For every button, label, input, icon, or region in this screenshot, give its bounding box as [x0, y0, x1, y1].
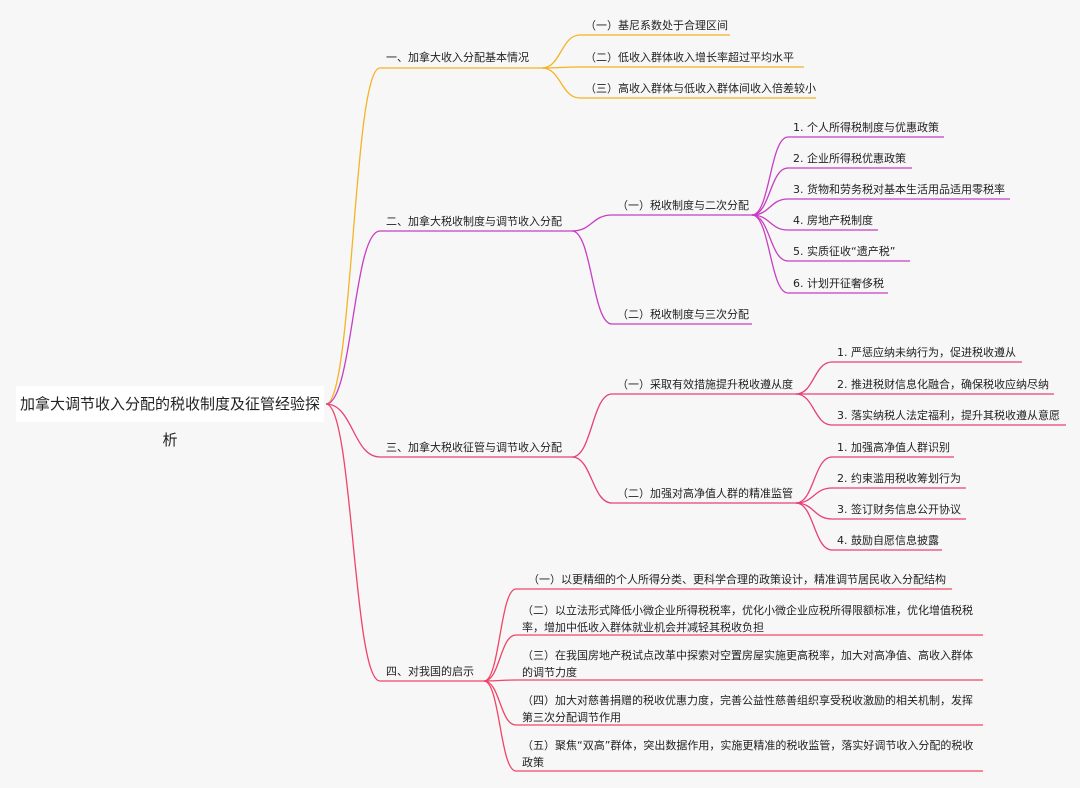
branch-2-label[interactable]: 二、加拿大税收制度与调节收入分配	[386, 215, 562, 228]
branch-3-label[interactable]: 三、加拿大税收征管与调节收入分配	[386, 441, 562, 454]
branch-3-sub-2[interactable]: （二）加强对高净值人群的精准监管	[617, 487, 793, 500]
connector-25	[751, 214, 789, 294]
branch-3-sub-2-item-1[interactable]: 1. 加强高净值人群识别	[837, 441, 950, 454]
connector-47	[325, 403, 381, 682]
connector-27	[325, 403, 381, 458]
branch-2-sub-1-item-3[interactable]: 3. 货物和劳务税对基本生活用品适用零税率	[793, 183, 1005, 196]
connector-17	[751, 167, 789, 216]
connector-31	[571, 456, 613, 504]
branch-4-item-3[interactable]: （三）在我国房地产税试点改革中探索对空置房屋实施更高税率，加大对高净值、高收入群…	[522, 649, 973, 679]
connector-45	[795, 502, 833, 551]
branch-2-sub-1-item-5[interactable]: 5. 实质征收“遗产税”	[793, 245, 896, 258]
connector-19	[751, 198, 789, 216]
branch-1-item-1[interactable]: （一）基尼系数处于合理区间	[585, 19, 728, 32]
branch-4-item-5[interactable]: （五）聚焦“双高”群体，突出数据作用，实施更精准的税收监管，落实好调节收入分配的…	[522, 739, 974, 769]
branch-4-label[interactable]: 四、对我国的启示	[386, 665, 474, 678]
branch-3-sub-2-item-3[interactable]: 3. 签订财务信息公开协议	[837, 503, 961, 516]
connector-37	[795, 393, 833, 426]
branch-1-item-2[interactable]: （二）低收入群体收入增长率超过平均水平	[585, 51, 794, 64]
branch-4-item-4[interactable]: （四）加大对慈善捐赠的税收优惠力度，完善公益性慈善组织享受税收激励的相关机制，发…	[522, 694, 973, 724]
branch-3-sub-1-item-3[interactable]: 3. 落实纳税人法定福利，提升其税收遵从意愿	[837, 409, 1060, 422]
connector-29	[571, 393, 613, 458]
branch-1-item-3[interactable]: （三）高收入群体与低收入群体间收入倍差较小	[585, 82, 816, 95]
connector-33	[795, 361, 833, 395]
connector-51	[483, 634, 517, 682]
branch-3-sub-1[interactable]: （一）采取有效措施提升税收遵从度	[617, 378, 793, 391]
connector-49	[483, 588, 517, 682]
root-topic[interactable]: 加拿大调节收入分配的税收制度及征管经验探析	[16, 386, 324, 449]
connector-41	[795, 487, 833, 504]
connector-7	[541, 67, 581, 99]
branch-3-sub-2-item-2[interactable]: 2. 约束滥用税收筹划行为	[837, 472, 961, 485]
connector-11	[571, 214, 613, 232]
connector-9	[325, 230, 381, 405]
branch-2-sub-1-item-1[interactable]: 1. 个人所得税制度与优惠政策	[793, 121, 939, 134]
connector-57	[483, 680, 517, 772]
branch-3-sub-1-item-1[interactable]: 1. 严惩应纳未纳行为，促进税收遵从	[837, 346, 1016, 359]
connector-15	[751, 136, 789, 216]
branch-2-sub-1-item-6[interactable]: 6. 计划开征奢侈税	[793, 277, 884, 290]
connector-13	[571, 230, 613, 325]
branch-3-sub-2-item-4[interactable]: 4. 鼓励自愿信息披露	[837, 534, 939, 547]
connector-1	[325, 67, 381, 405]
branch-1-label[interactable]: 一、加拿大收入分配基本情况	[386, 51, 529, 64]
branch-2-sub-1[interactable]: （一）税收制度与二次分配	[617, 199, 749, 212]
branch-2-sub-2[interactable]: （二）税收制度与三次分配	[617, 308, 749, 321]
branch-2-sub-1-item-4[interactable]: 4. 房地产税制度	[793, 214, 873, 227]
branch-4-item-2[interactable]: （二）以立法形式降低小微企业所得税税率，优化小微企业应税所得限额标准，优化增值税…	[522, 604, 973, 634]
connector-23	[751, 214, 789, 262]
connector-55	[483, 680, 517, 726]
connector-3	[541, 34, 581, 69]
branch-4-item-1[interactable]: （一）以更精细的个人所得分类、更科学合理的政策设计，精准调节居民收入分配结构	[528, 573, 946, 586]
connector-39	[795, 456, 833, 504]
branch-2-sub-1-item-2[interactable]: 2. 企业所得税优惠政策	[793, 152, 906, 165]
branch-3-sub-1-item-2[interactable]: 2. 推进税财信息化融合，确保税收应纳尽纳	[837, 378, 1049, 391]
connector-53	[483, 679, 517, 682]
